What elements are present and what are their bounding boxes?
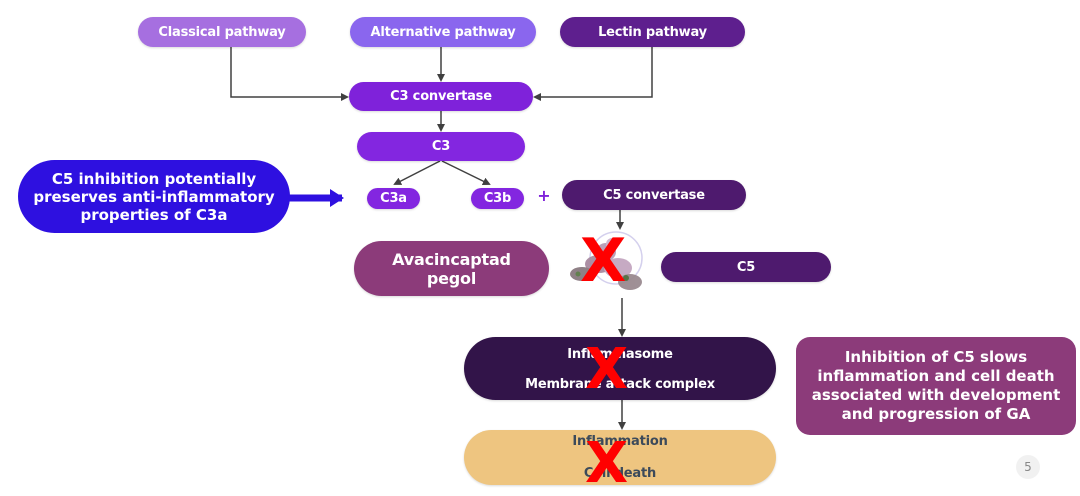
- page-number-label: 5: [1024, 460, 1032, 474]
- plus-sign: +: [537, 186, 551, 205]
- c3-label: C3: [431, 139, 451, 154]
- c3a-label: C3a: [380, 191, 407, 206]
- c3a-preservation-callout: C5 inhibition potentially preserves anti…: [18, 160, 290, 233]
- inflammation-cell-death-node: Inflammation Cell death: [464, 430, 776, 485]
- c3-convertase-label: C3 convertase: [390, 89, 492, 104]
- c3-convertase-node: C3 convertase: [349, 82, 533, 111]
- c5-protein-icon: [570, 231, 643, 290]
- c3a-node: C3a: [367, 188, 420, 209]
- alternative-pathway-node: Alternative pathway: [350, 17, 536, 47]
- inflammation-label: Inflammation: [572, 434, 668, 449]
- lectin-pathway-node: Lectin pathway: [560, 17, 745, 47]
- classical-to-c3-convertase-arrow: [230, 47, 349, 101]
- c3a-preservation-text: C5 inhibition potentially preserves anti…: [33, 169, 275, 224]
- drug-name-line2: pegol: [426, 268, 477, 288]
- c5-inhibition-outcome-callout: Inhibition of C5 slows inflammation and …: [796, 337, 1076, 435]
- c3b-node: C3b: [471, 188, 524, 209]
- c5-convertase-node: C5 convertase: [562, 180, 746, 210]
- c3b-label: C3b: [483, 191, 512, 206]
- c3-to-c3a-arrow: [393, 160, 441, 185]
- c3-node: C3: [357, 132, 525, 161]
- membrane-attack-complex-label: Membrane attack complex: [525, 377, 715, 392]
- lectin-pathway-label: Lectin pathway: [598, 24, 707, 40]
- c5-protein-image: [566, 230, 654, 298]
- inflammasome-label: Inflammasome: [567, 347, 673, 362]
- classical-pathway-node: Classical pathway: [138, 17, 306, 47]
- inflammasome-mac-node: Inflammasome Membrane attack complex: [464, 337, 776, 400]
- c5-convertase-label: C5 convertase: [603, 187, 705, 203]
- lectin-to-c3-convertase-arrow: [533, 47, 653, 101]
- avacincaptad-pegol-node: Avacincaptad pegol: [354, 241, 549, 296]
- c5-node: C5: [661, 252, 831, 282]
- drug-name-line1: Avacincaptad: [392, 249, 511, 269]
- cell-death-label: Cell death: [583, 466, 657, 481]
- c5-inhibition-outcome-text: Inhibition of C5 slows inflammation and …: [811, 348, 1061, 423]
- c3-to-c3b-arrow: [441, 160, 491, 185]
- classical-pathway-label: Classical pathway: [158, 24, 286, 40]
- c5-label: C5: [736, 259, 756, 275]
- page-number: 5: [1016, 455, 1040, 479]
- alternative-pathway-label: Alternative pathway: [370, 24, 516, 40]
